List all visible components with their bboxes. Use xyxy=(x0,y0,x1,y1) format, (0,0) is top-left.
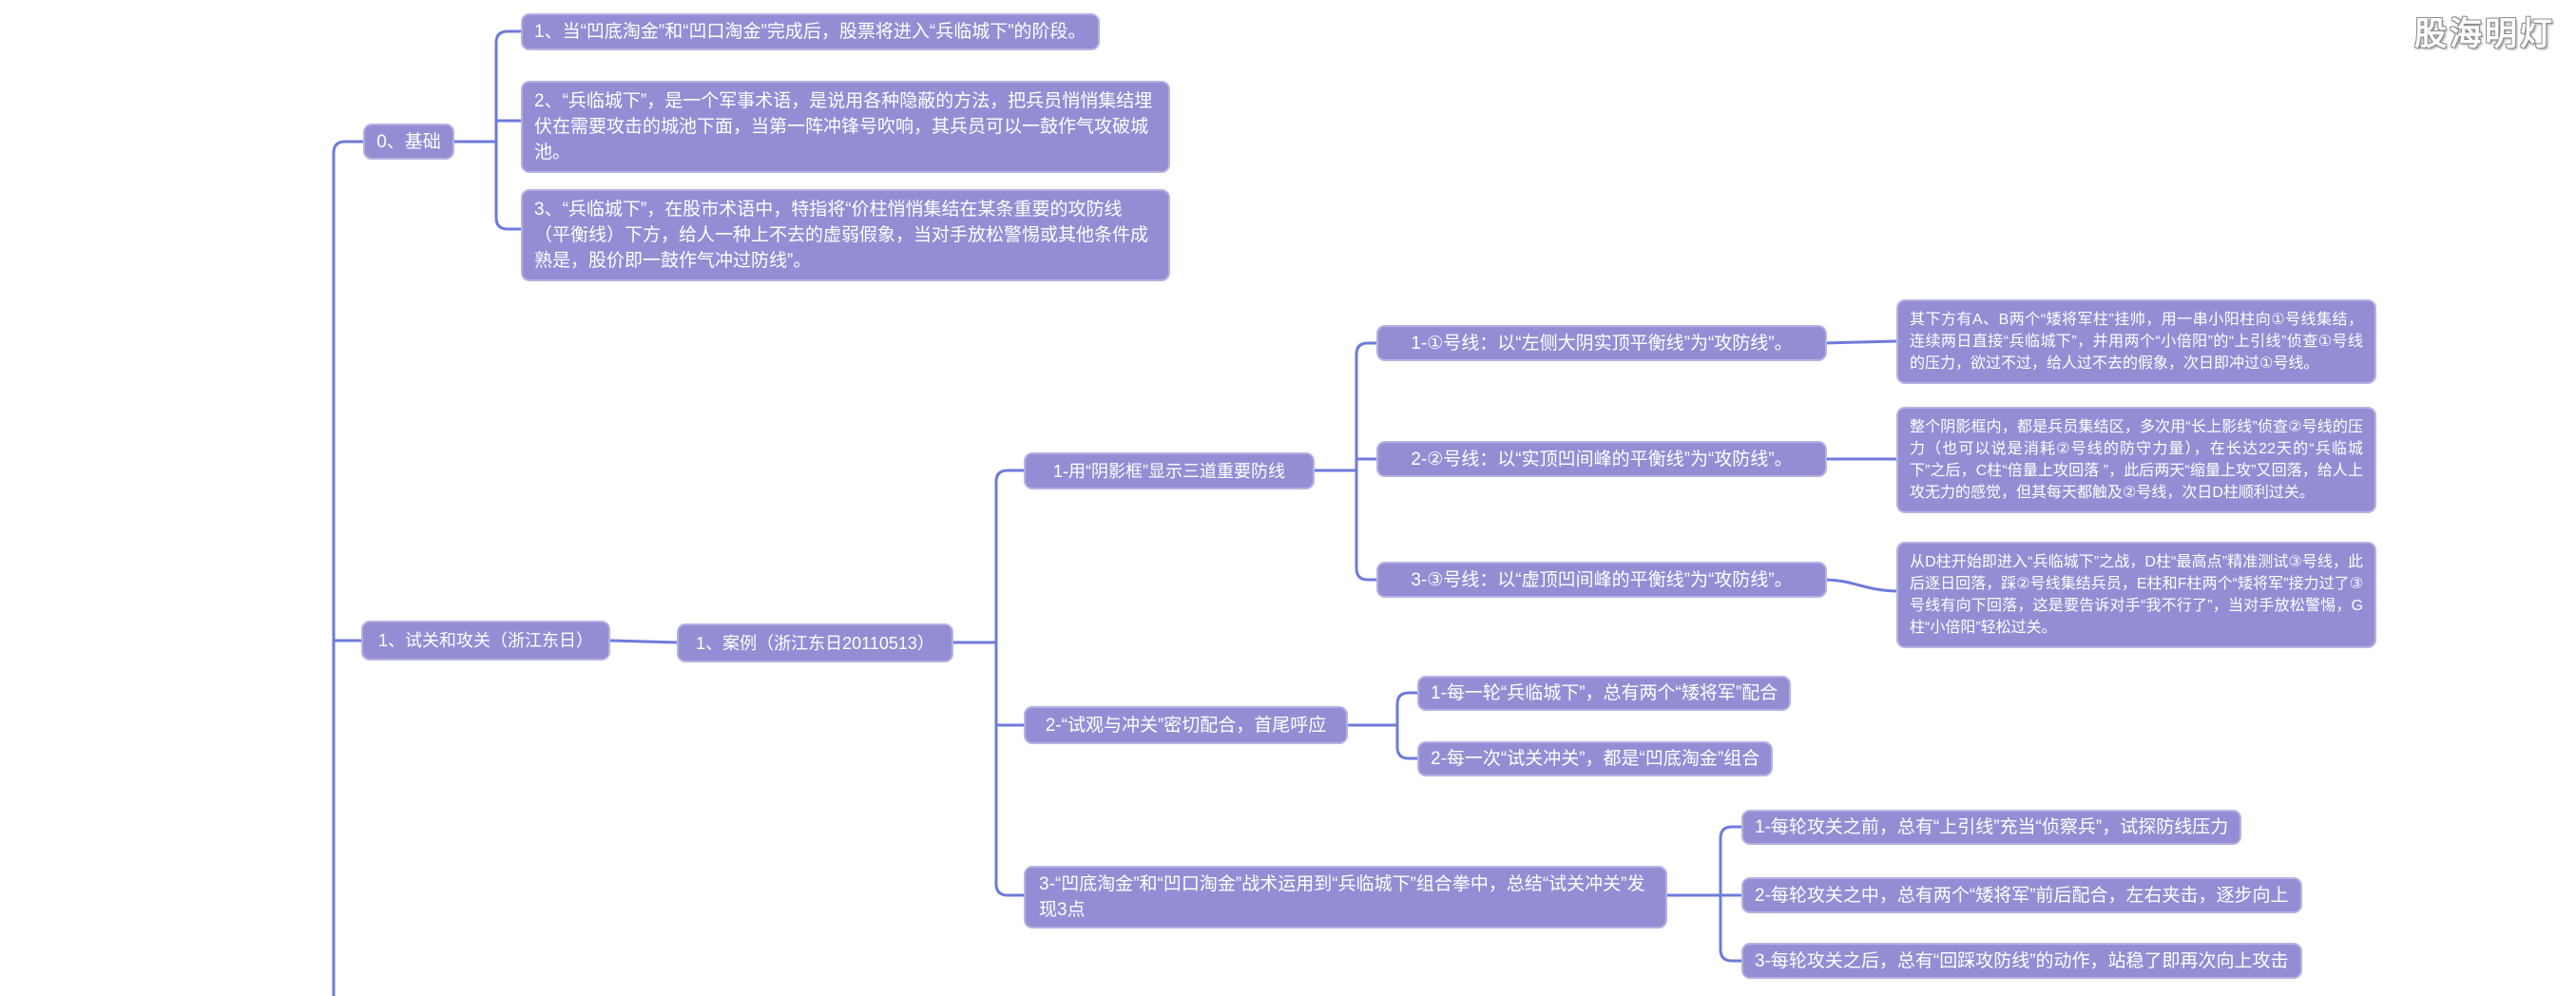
node-line-1-note[interactable]: 其下方有A、B两个“矮将军柱”挂帅，用一串小阳柱向①号线集结，连续两日直接“兵临… xyxy=(1896,299,2376,384)
node-basic-point-1[interactable]: 1、当“凹底淘金”和“凹口淘金”完成后，股票将进入“兵临城下”的阶段。 xyxy=(521,13,1100,50)
node-summary-point-3[interactable]: 3-每轮攻关之后，总有“回踩攻防线”的动作，站稳了即再次向上攻击 xyxy=(1741,943,2302,979)
node-line-2[interactable]: 2-②号线：以“实顶凹间峰的平衡线”为“攻防线”。 xyxy=(1376,441,1827,477)
node-coop-point-2[interactable]: 2-每一次“试关冲关”，都是“凹底淘金”组合 xyxy=(1417,741,1774,776)
connector-basic-children xyxy=(452,29,523,231)
node-summary-point-1[interactable]: 1-每轮攻关之前，总有“上引线”充当“侦察兵”，试探防线压力 xyxy=(1741,810,2242,845)
connector-shadow-children xyxy=(1310,341,1378,582)
connector-summary-children xyxy=(1662,825,1743,963)
connector-trunk xyxy=(332,140,365,996)
connector-line3-note xyxy=(1821,578,1898,593)
node-summary-point-2[interactable]: 2-每轮攻关之中，总有两个“矮将军”前后配合，左右夹击，逐步向上 xyxy=(1741,877,2302,913)
node-branch-test-attack[interactable]: 1、试关和攻关（浙江东日） xyxy=(361,621,610,661)
node-basic-point-3[interactable]: 3、“兵临城下”，在股市术语中，特指将“价柱悄悄集结在某条重要的攻防线（平衡线）… xyxy=(521,189,1170,281)
node-line-2-note[interactable]: 整个阴影框内，都是兵员集结区，多次用“长上影线”侦查②号线的压力（也可以说是消耗… xyxy=(1896,407,2376,513)
node-line-1[interactable]: 1-①号线：以“左侧大阴实顶平衡线”为“攻防线”。 xyxy=(1376,325,1827,361)
connector-case-children xyxy=(952,469,1026,897)
node-coop-point-1[interactable]: 1-每一轮“兵临城下”，总有两个“矮将军”配合 xyxy=(1417,676,1792,711)
connector-branch1-case xyxy=(608,639,679,644)
node-basic[interactable]: 0、基础 xyxy=(363,124,454,160)
node-line-3-note[interactable]: 从D柱开始即进入“兵临城下”之战，D柱“最高点”精准测试③号线，此后逐日回落，踩… xyxy=(1896,542,2376,648)
node-shadow-frame[interactable]: 1-用“阴影框”显示三道重要防线 xyxy=(1024,452,1315,489)
node-line-3[interactable]: 3-③号线：以“虚顶凹间峰的平衡线”为“攻防线”。 xyxy=(1376,562,1827,598)
node-coop[interactable]: 2-“试观与冲关”密切配合，首尾呼应 xyxy=(1024,706,1348,744)
node-summary[interactable]: 3-“凹底淘金”和“凹口淘金”战术运用到“兵临城下”组合拳中，总结“试关冲关”发… xyxy=(1024,866,1667,929)
node-basic-point-2[interactable]: 2、“兵临城下”，是一个军事术语，是说用各种隐蔽的方法，把兵员悄悄集结埋伏在需要… xyxy=(521,81,1170,173)
watermark-guhaimingdeng: 股海明灯 xyxy=(2414,16,2555,52)
connector-line1-note xyxy=(1821,339,1898,345)
node-case-zhejiangdongri[interactable]: 1、案例（浙江东日20110513） xyxy=(677,623,953,662)
